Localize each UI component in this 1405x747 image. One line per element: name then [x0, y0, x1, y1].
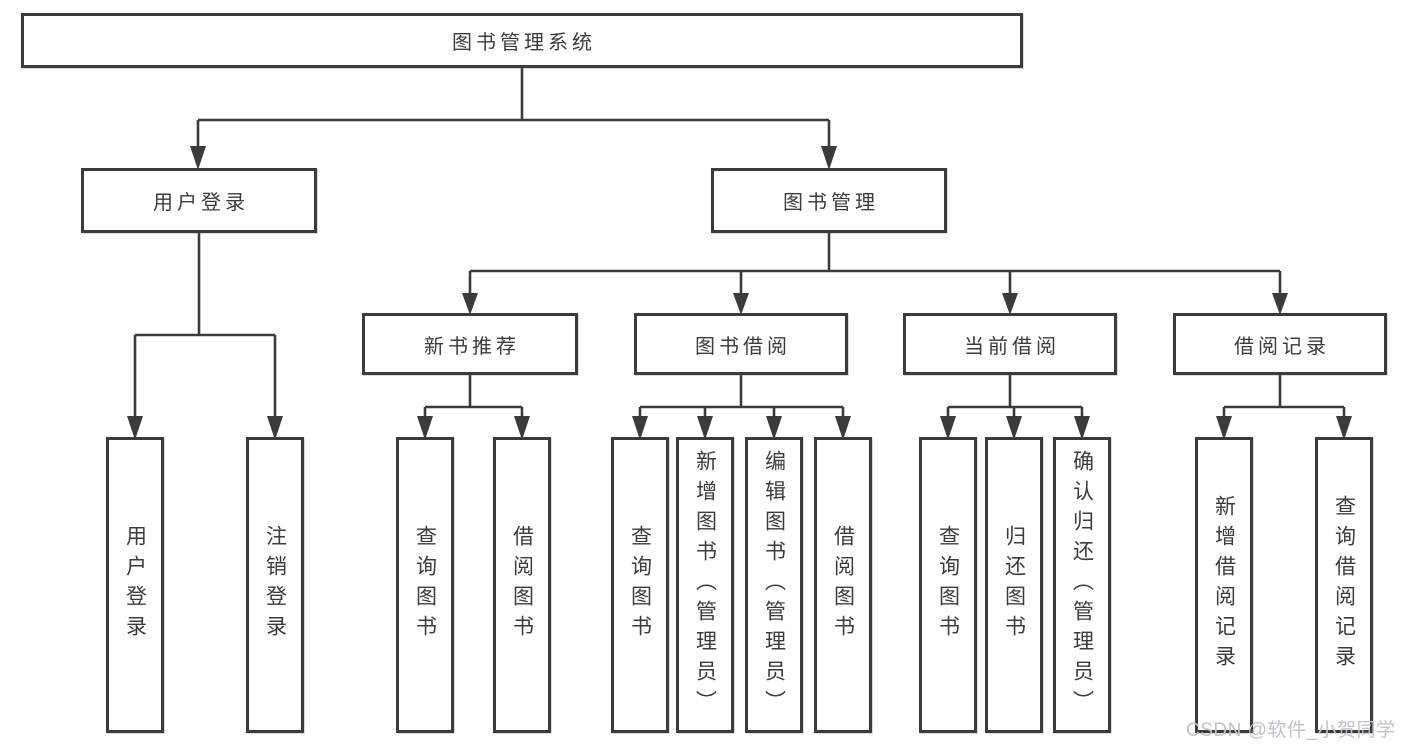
node-new-book-recommend: 新书推荐: [362, 313, 578, 375]
leaf-recommend-borrow-book: 借阅图书: [493, 437, 551, 733]
leaf-current-return-book: 归还图书: [985, 437, 1043, 733]
leaf-login-user-login: 用户登录: [106, 437, 164, 733]
leaf-current-confirm-return-admin: 确认归还（管理员）: [1053, 437, 1111, 733]
node-current-borrowing: 当前借阅: [903, 313, 1117, 375]
leaf-borrowing-borrow-book: 借阅图书: [814, 437, 872, 733]
leaf-borrowing-edit-book-admin: 编辑图书（管理员）: [745, 437, 803, 733]
leaf-records-query-borrow-record: 查询借阅记录: [1315, 437, 1373, 733]
node-borrowing-records: 借阅记录: [1173, 313, 1387, 375]
leaf-recommend-query-book: 查询图书: [396, 437, 454, 733]
connector-user-login-to-leaves: [127, 231, 283, 440]
node-book-management: 图书管理: [711, 168, 947, 233]
connector-borrowing-records-to-leaves: [1216, 373, 1352, 440]
leaf-borrowing-query-book: 查询图书: [611, 437, 669, 733]
leaf-records-add-borrow-record: 新增借阅记录: [1195, 437, 1253, 733]
connector-book-borrowing-to-leaves: [632, 373, 851, 440]
csdn-watermark: CSDN @软件_小贺同学: [1186, 720, 1396, 741]
node-user-login: 用户登录: [81, 168, 317, 233]
leaf-borrowing-add-book-admin: 新增图书（管理员）: [676, 437, 734, 733]
leaf-current-query-book: 查询图书: [919, 437, 977, 733]
connector-new-book-recommend-to-leaves: [417, 373, 530, 440]
leaf-login-logout: 注销登录: [246, 437, 304, 733]
node-library-management-system: 图书管理系统: [21, 13, 1023, 68]
connector-root-to-level2: [190, 66, 837, 170]
connector-current-borrowing-to-leaves: [940, 373, 1090, 440]
node-book-borrowing: 图书借阅: [634, 313, 848, 375]
connector-book-management-to-level3: [462, 231, 1288, 315]
